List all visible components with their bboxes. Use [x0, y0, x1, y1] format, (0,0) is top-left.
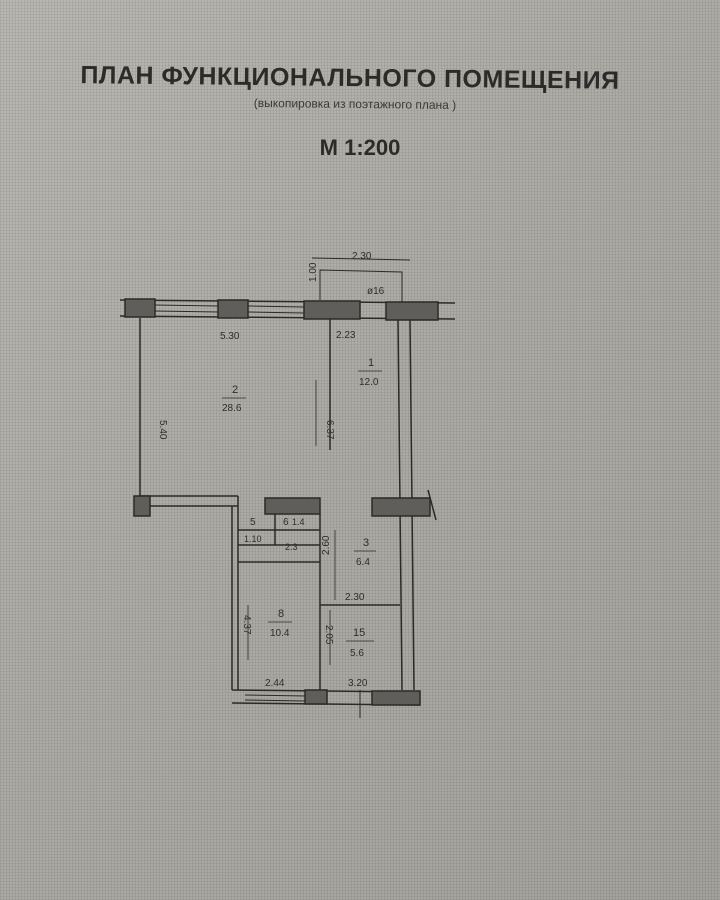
- room-1-area: 12.0: [359, 377, 379, 388]
- room-3-number: 3: [363, 537, 369, 549]
- dim-room2-inner-height: 6.37: [324, 420, 335, 440]
- dim-top-bump-depth: 1.00: [308, 262, 319, 282]
- right-wall: [371, 319, 437, 691]
- top-bump-outline: [311, 257, 411, 302]
- dim-room8-height: 4.37: [241, 615, 252, 635]
- room-6-number: 6: [283, 517, 289, 528]
- room-8-area: 10.4: [270, 628, 290, 639]
- scale-label: М 1:200: [319, 135, 401, 160]
- room-15-area: 5.6: [350, 648, 364, 659]
- room-15-number: 15: [353, 627, 365, 639]
- lower-block: [231, 496, 421, 706]
- top-windows: [154, 304, 305, 314]
- dim-room15-height: 2.05: [323, 625, 334, 645]
- dim-room2-height: 5.40: [157, 420, 168, 440]
- room-1-number: 1: [368, 357, 374, 369]
- room-6-area: 1.4: [292, 517, 305, 527]
- room-2-number: 2: [232, 384, 238, 396]
- dimension-lines: [247, 380, 336, 665]
- bottom-windows: [244, 690, 361, 718]
- dim-room3-height: 2.60: [321, 535, 332, 555]
- dim-corridor-length: 2.3: [285, 542, 298, 552]
- dim-room2-width: 5.30: [220, 331, 240, 342]
- room-2-area: 28.6: [222, 403, 242, 414]
- dim-bottom-left-width: 2.44: [265, 678, 285, 689]
- gas-mark: ø16: [367, 286, 385, 297]
- room-3-area: 6.4: [356, 557, 370, 568]
- dim-corridor-width: 1.10: [244, 534, 262, 544]
- dim-bottom-right-width: 3.20: [348, 678, 368, 689]
- room-8-number: 8: [278, 608, 284, 620]
- room2-bottom-wall: [133, 495, 321, 517]
- dim-room15-width: 2.30: [345, 592, 365, 603]
- top-wall: [119, 298, 456, 321]
- dim-room1-width: 2.23: [336, 330, 356, 341]
- room-5-number: 5: [250, 517, 256, 528]
- dim-top-bump-width: 2.30: [352, 251, 372, 262]
